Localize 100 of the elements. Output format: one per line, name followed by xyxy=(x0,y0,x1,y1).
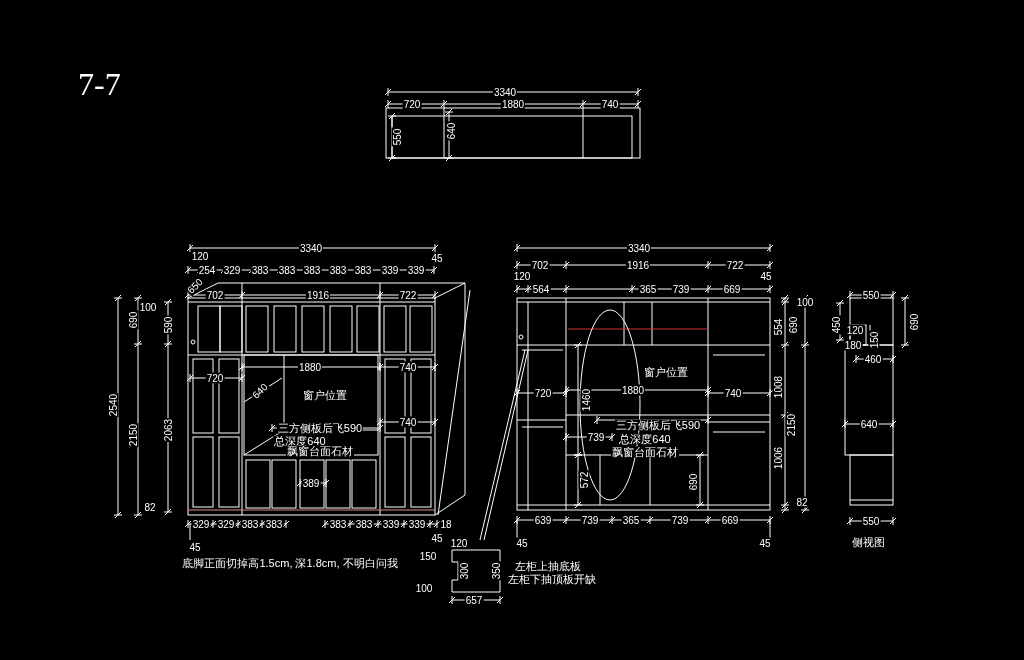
dimension-label: 690 xyxy=(908,312,920,332)
drawing-label: 45 xyxy=(430,532,444,544)
drawing-label: 389 xyxy=(301,477,321,489)
drawing-label: 底脚正面切掉高1.5cm, 深1.8cm, 不明白问我 xyxy=(181,557,399,569)
view-title: 7-7 xyxy=(78,66,121,103)
drawing-label: 657 xyxy=(464,594,484,606)
drawing-label: 720 xyxy=(402,98,422,110)
drawing-label: 侧视图 xyxy=(850,536,886,548)
dimension-label: 640 xyxy=(445,121,457,141)
drawing-label: 45 xyxy=(430,252,444,264)
drawing-label: 1880 xyxy=(620,384,646,396)
drawing-label: 窗户位置 xyxy=(643,366,689,378)
drawing-label: 722 xyxy=(398,289,418,301)
drawing-label: 18 xyxy=(439,518,453,530)
drawing-label: 329 xyxy=(222,264,242,276)
drawing-label: 3340 xyxy=(626,242,652,254)
drawing-label: 383 xyxy=(328,518,348,530)
drawing-label: 飘窗台面石材 xyxy=(286,445,354,457)
drawing-label: 339 xyxy=(380,264,400,276)
dimension-label: 1460 xyxy=(580,387,592,413)
drawing-label: 460 xyxy=(863,353,883,365)
drawing-label: 1916 xyxy=(305,289,331,301)
drawing-label: 639 xyxy=(533,514,553,526)
drawing-label: 100 xyxy=(414,582,434,594)
drawing-label: 254 xyxy=(197,264,217,276)
drawing-label: 383 xyxy=(353,264,373,276)
dimension-label: 690 xyxy=(127,310,139,330)
dimension-label: 350 xyxy=(490,561,502,581)
dimension-label: 450 xyxy=(830,315,842,335)
drawing-label: 365 xyxy=(621,514,641,526)
dimension-label: 690 xyxy=(787,315,799,335)
drawing-label: 82 xyxy=(795,496,809,508)
drawing-label: 100 xyxy=(795,296,815,308)
drawing-label: 45 xyxy=(188,541,202,553)
drawing-label: 120 xyxy=(512,270,532,282)
drawing-label: 739 xyxy=(586,431,606,443)
drawing-label: 640 xyxy=(859,418,879,430)
drawing-label: 1916 xyxy=(625,259,651,271)
dimension-label: 550 xyxy=(391,127,403,147)
dimension-label: 690 xyxy=(687,472,699,492)
drawing-label: 702 xyxy=(530,259,550,271)
drawing-label: 120 xyxy=(845,324,865,336)
dimension-label: 300 xyxy=(458,561,470,581)
drawing-label: 339 xyxy=(407,518,427,530)
dimension-label: 1006 xyxy=(772,445,784,471)
drawing-label: 383 xyxy=(277,264,297,276)
dimension-label: 2540 xyxy=(107,392,119,418)
drawing-label: 82 xyxy=(143,501,157,513)
drawing-label: 3340 xyxy=(492,86,518,98)
drawing-label: 45 xyxy=(759,270,773,282)
dimension-label: 150 xyxy=(868,330,880,350)
drawing-label: 383 xyxy=(250,264,270,276)
drawing-label: 飘窗台面石材 xyxy=(611,446,679,458)
drawing-label: 窗户位置 xyxy=(302,389,348,401)
drawing-label: 三方侧板后飞590 xyxy=(276,422,364,434)
drawing-label: 329 xyxy=(191,518,211,530)
drawing-label: 329 xyxy=(216,518,236,530)
drawing-label: 三方侧板后飞590 xyxy=(614,419,702,431)
drawing-label: 365 xyxy=(638,283,658,295)
drawing-label: 740 xyxy=(398,361,418,373)
drawing-label: 45 xyxy=(758,537,772,549)
drawing-label: 383 xyxy=(240,518,260,530)
drawing-label: 740 xyxy=(600,98,620,110)
drawing-label: 720 xyxy=(205,372,225,384)
drawing-label: 383 xyxy=(264,518,284,530)
drawing-label: 739 xyxy=(580,514,600,526)
drawing-label: 564 xyxy=(531,283,551,295)
drawing-label: 740 xyxy=(398,416,418,428)
drawing-label: 1880 xyxy=(297,361,323,373)
drawing-label: 339 xyxy=(406,264,426,276)
drawing-label: 总深度640 xyxy=(618,433,672,445)
drawing-label: 339 xyxy=(381,518,401,530)
drawing-label: 739 xyxy=(670,514,690,526)
drawing-label: 739 xyxy=(671,283,691,295)
drawing-label: 120 xyxy=(190,250,210,262)
dimension-label: 2150 xyxy=(785,412,797,438)
dimension-label: 572 xyxy=(578,470,590,490)
drawing-label: 383 xyxy=(302,264,322,276)
drawing-label: 550 xyxy=(861,289,881,301)
drawing-label: 左柜下抽顶板开缺 xyxy=(507,573,597,585)
dimension-label: 2063 xyxy=(162,417,174,443)
drawing-label: 1880 xyxy=(500,98,526,110)
drawing-label: 720 xyxy=(533,387,553,399)
dimension-label: 1008 xyxy=(772,374,784,400)
drawing-label: 722 xyxy=(725,259,745,271)
dimension-label: 2150 xyxy=(127,422,139,448)
drawing-label: 669 xyxy=(722,283,742,295)
drawing-label: 383 xyxy=(328,264,348,276)
drawing-label: 左柜上抽底板 xyxy=(514,560,582,572)
drawing-label: 120 xyxy=(449,537,469,549)
drawing-label: 740 xyxy=(723,387,743,399)
drawing-label: 550 xyxy=(861,515,881,527)
drawing-label: 45 xyxy=(515,537,529,549)
drawing-label: 150 xyxy=(418,550,438,562)
dimension-label: 590 xyxy=(162,315,174,335)
drawing-label: 702 xyxy=(205,289,225,301)
drawing-label: 383 xyxy=(354,518,374,530)
drawing-label: 100 xyxy=(138,301,158,313)
dimension-label: 554 xyxy=(772,317,784,337)
drawing-label: 3340 xyxy=(298,242,324,254)
